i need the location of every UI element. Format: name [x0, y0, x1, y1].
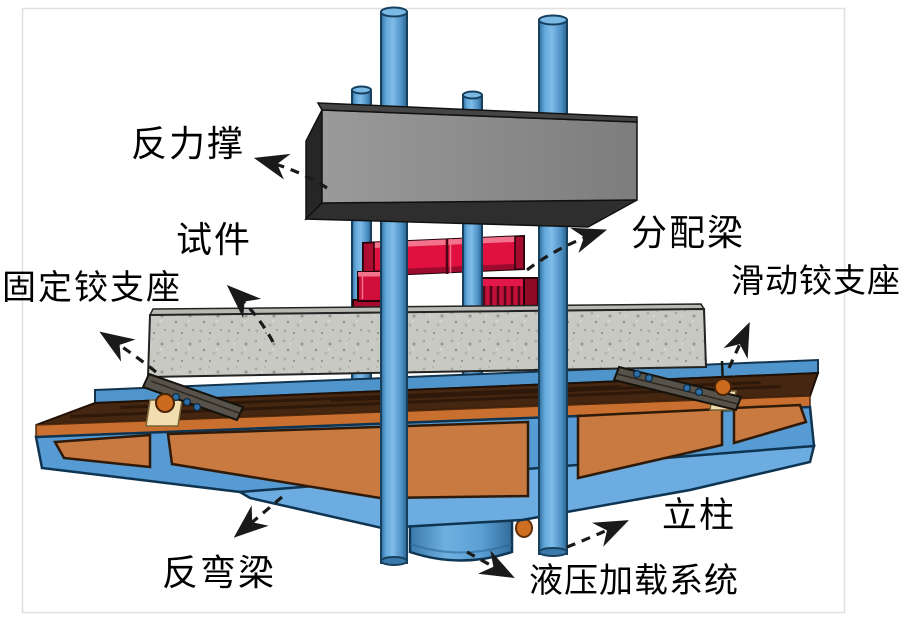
- arrow-specimen: [226, 285, 275, 343]
- reaction-brace-top-face: [316, 102, 638, 123]
- specimen-beam: [146, 303, 708, 379]
- distribution-beam-left-end: [362, 241, 375, 277]
- sliding-hinge-support: [612, 360, 743, 412]
- web-panel-3: [576, 407, 724, 480]
- fixed-hinge-support: [141, 372, 245, 427]
- arrow-column: [566, 520, 629, 549]
- drain-knob: [515, 518, 533, 538]
- reaction-brace-front-face: [321, 109, 638, 204]
- column-right: [538, 14, 568, 557]
- base-web-panels: [52, 403, 808, 500]
- label-fixed-hinge-support: 固定铰支座: [2, 270, 182, 307]
- distribution-beam-right-end: [514, 235, 525, 271]
- arrow-counter-bending-beam: [233, 495, 284, 538]
- sliding-support-bolts: [632, 370, 703, 397]
- arrow-reaction-brace: [253, 153, 328, 190]
- figure-border: [21, 7, 846, 614]
- column-left: [380, 6, 408, 566]
- sliding-support-pin: [714, 378, 732, 396]
- annotation-arrows: [99, 153, 750, 578]
- arrow-fixed-hinge-support: [99, 331, 158, 374]
- reaction-brace-left-face: [305, 109, 323, 221]
- arrow-distribution-beam: [526, 227, 608, 272]
- label-hydraulic-loading-system: 液压加载系统: [529, 563, 739, 600]
- label-reaction-brace: 反力撑: [131, 124, 246, 164]
- reaction-brace: [304, 102, 638, 228]
- label-sliding-hinge-support: 滑动铰支座: [731, 264, 901, 300]
- web-panel-4: [732, 403, 808, 445]
- web-panel-1: [52, 433, 152, 469]
- label-distribution-beam: 分配梁: [631, 213, 746, 253]
- label-column: 立柱: [662, 496, 737, 535]
- arrow-sliding-hinge-support: [723, 322, 750, 369]
- arrow-hydraulic-system: [466, 550, 515, 578]
- fixed-support-pin: [155, 393, 175, 413]
- fixed-support-bolts: [172, 393, 202, 412]
- web-panel-2: [166, 420, 530, 500]
- label-specimen: 试件: [176, 220, 253, 260]
- label-counter-bending-beam: 反弯梁: [162, 553, 277, 593]
